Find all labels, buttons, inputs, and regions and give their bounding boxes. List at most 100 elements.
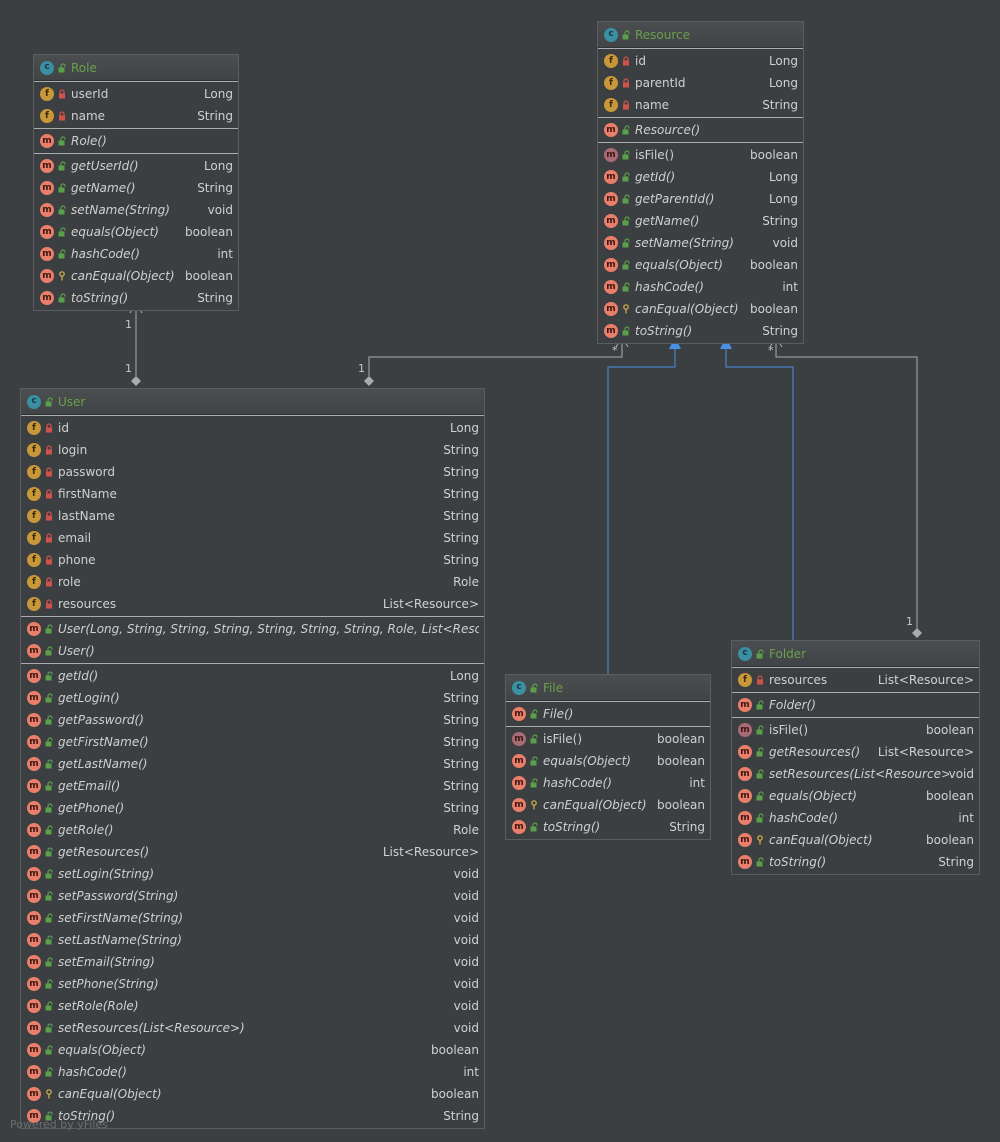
member-name: getName() xyxy=(635,214,700,228)
member-name: File() xyxy=(543,707,574,721)
method-icon: m xyxy=(27,867,41,881)
unlock-icon xyxy=(756,857,764,867)
member-type: List<Resource> xyxy=(382,845,479,859)
lock-icon xyxy=(623,78,629,88)
member-name: equals(Object) xyxy=(58,1043,146,1057)
unlock-icon xyxy=(45,1001,53,1011)
member-name: role xyxy=(58,575,81,589)
unlock-icon xyxy=(58,227,66,237)
member-type: Role xyxy=(453,823,479,837)
method-icon: m xyxy=(27,1087,41,1101)
unlock-icon xyxy=(530,734,538,744)
method-icon: m xyxy=(27,644,41,658)
member-type: boolean xyxy=(657,754,705,768)
method-icon: m xyxy=(604,324,618,338)
member-name: Folder() xyxy=(769,698,816,712)
lock-icon xyxy=(46,423,52,433)
member-type: String xyxy=(443,509,479,523)
member-name: equals(Object) xyxy=(71,225,159,239)
method-icon: m xyxy=(40,291,54,305)
edge-folder-resource-source-mult: 1 xyxy=(906,615,913,628)
